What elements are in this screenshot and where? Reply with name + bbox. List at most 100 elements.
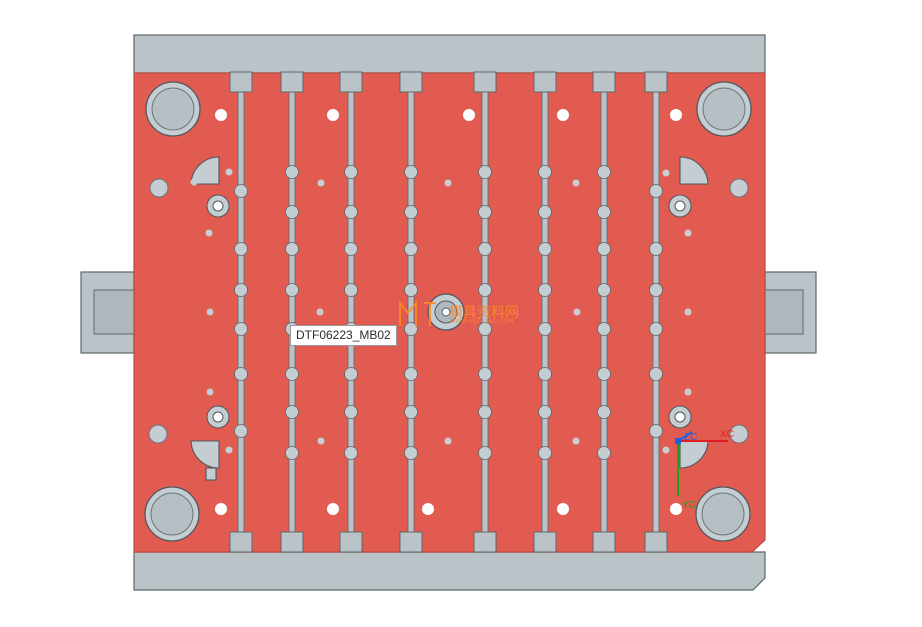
- rod-bead: [538, 242, 552, 256]
- rod-bead: [344, 405, 358, 419]
- rod-shaft: [600, 87, 608, 535]
- rod-bead: [285, 205, 299, 219]
- rod-bead: [649, 322, 663, 336]
- rod-bead: [404, 446, 418, 460]
- rod-bead: [538, 205, 552, 219]
- rod-shaft: [237, 87, 245, 535]
- rod-end-cap-bottom: [592, 531, 616, 553]
- rod-bead: [344, 446, 358, 460]
- rod-bead: [404, 205, 418, 219]
- axis-z-label: ZC: [684, 432, 697, 443]
- rod-bead: [538, 283, 552, 297]
- rod-bead: [478, 367, 492, 381]
- cap-screws: [206, 194, 692, 429]
- rod-bead: [478, 322, 492, 336]
- rod-bead: [597, 367, 611, 381]
- rod-bead: [538, 405, 552, 419]
- cap-screw: [206, 405, 230, 429]
- rod-shaft: [288, 87, 296, 535]
- bottom-clamp-plate: [133, 551, 766, 591]
- rod-bead: [234, 367, 248, 381]
- sprue-bushing[interactable]: [427, 293, 465, 331]
- left-lug: [80, 271, 135, 354]
- cap-screw: [206, 194, 230, 218]
- rod-bead: [344, 367, 358, 381]
- rod-bead: [344, 205, 358, 219]
- rod-shaft: [541, 87, 549, 535]
- rod-bead: [649, 367, 663, 381]
- rod-bead: [649, 184, 663, 198]
- rod-end-cap-bottom: [229, 531, 253, 553]
- watermark-text: 模具资料网: [449, 305, 519, 321]
- small-holes: [190, 168, 692, 454]
- through-holes: [215, 109, 682, 515]
- rod-bead: [344, 165, 358, 179]
- rod-end-cap-bottom: [280, 531, 304, 553]
- guide-bushing-top-right: [696, 81, 752, 137]
- rod-end-cap-bottom: [473, 531, 497, 553]
- cap-screw: [668, 194, 692, 218]
- rod-bead: [597, 405, 611, 419]
- rod-bead: [538, 322, 552, 336]
- rod-end-cap-top: [644, 71, 668, 93]
- top-clamp-plate: [133, 34, 766, 74]
- rod-end-cap-top: [533, 71, 557, 93]
- rod-bead: [478, 165, 492, 179]
- rod-end-cap-top: [229, 71, 253, 93]
- guide-bushing-bottom-right: [695, 486, 751, 542]
- rod-shaft: [652, 87, 660, 535]
- cap-screw: [668, 405, 692, 429]
- rod-bead: [285, 367, 299, 381]
- rod-bead: [344, 283, 358, 297]
- rod-bead: [597, 242, 611, 256]
- rod-bead: [285, 283, 299, 297]
- rod-end-cap-top: [280, 71, 304, 93]
- rod-shaft: [347, 87, 355, 535]
- rod-end-cap-top: [399, 71, 423, 93]
- rod-bead: [404, 165, 418, 179]
- rod-bead: [478, 405, 492, 419]
- rod-end-cap-top: [339, 71, 363, 93]
- side-holes: [148, 178, 749, 444]
- rod-bead: [234, 424, 248, 438]
- part-name-label[interactable]: DTF06223_MB02: [290, 325, 397, 346]
- rod-bead: [649, 283, 663, 297]
- rod-bead: [404, 322, 418, 336]
- coordinate-triad: [675, 431, 728, 496]
- rod-bead: [597, 322, 611, 336]
- right-lug: [764, 271, 817, 354]
- rod-end-cap-bottom: [533, 531, 557, 553]
- rod-bead: [404, 242, 418, 256]
- rod-array: [229, 71, 668, 553]
- rod-bead: [404, 367, 418, 381]
- rod-bead: [285, 242, 299, 256]
- rod-bead: [404, 405, 418, 419]
- rod-bead: [478, 242, 492, 256]
- guide-bushing-top-left: [145, 81, 201, 137]
- rod-bead: [538, 165, 552, 179]
- axis-x-label: XC: [720, 429, 734, 440]
- rod-bead: [649, 424, 663, 438]
- axis-y-label: YC: [682, 500, 696, 511]
- rod-bead: [478, 283, 492, 297]
- rod-end-cap-top: [592, 71, 616, 93]
- rod-bead: [597, 165, 611, 179]
- rod-bead: [597, 205, 611, 219]
- rod-end-cap-bottom: [339, 531, 363, 553]
- rod-bead: [234, 283, 248, 297]
- rod-bead: [478, 446, 492, 460]
- rod-bead: [649, 242, 663, 256]
- rod-bead: [234, 242, 248, 256]
- rod-bead: [597, 283, 611, 297]
- rod-bead: [285, 165, 299, 179]
- rod-bead: [285, 446, 299, 460]
- rod-bead: [597, 446, 611, 460]
- rod-end-cap-bottom: [644, 531, 668, 553]
- rod-bead: [285, 405, 299, 419]
- watermark-subtext: WWW.MJZILIAO.COM: [449, 318, 514, 325]
- rod-bead: [538, 367, 552, 381]
- guide-bushing-bottom-left: [144, 486, 200, 542]
- rod-bead: [478, 205, 492, 219]
- rod-bead: [404, 283, 418, 297]
